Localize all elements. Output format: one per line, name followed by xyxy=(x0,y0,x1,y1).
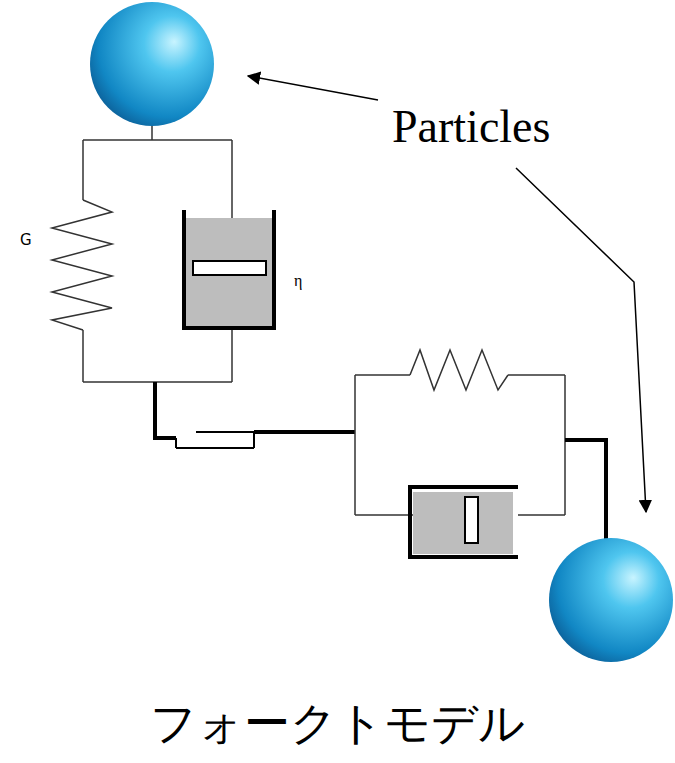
horizontal-voigt-element xyxy=(355,350,565,515)
spring-symbol xyxy=(410,350,508,390)
dashpot-symbol xyxy=(410,487,518,557)
leader-arrow xyxy=(516,168,646,512)
particle-sphere xyxy=(90,2,214,126)
symbol-label: G xyxy=(20,232,32,249)
slider-symbol xyxy=(155,382,355,448)
symbol-label: η xyxy=(294,272,302,290)
callout-label: Particles xyxy=(392,102,550,153)
leader-arrow xyxy=(248,76,378,100)
particle-sphere xyxy=(549,538,673,662)
spring-symbol xyxy=(52,200,112,330)
connector-rod xyxy=(565,440,606,540)
caption: フォークトモデル xyxy=(150,698,525,749)
dashpot-symbol xyxy=(184,210,274,328)
